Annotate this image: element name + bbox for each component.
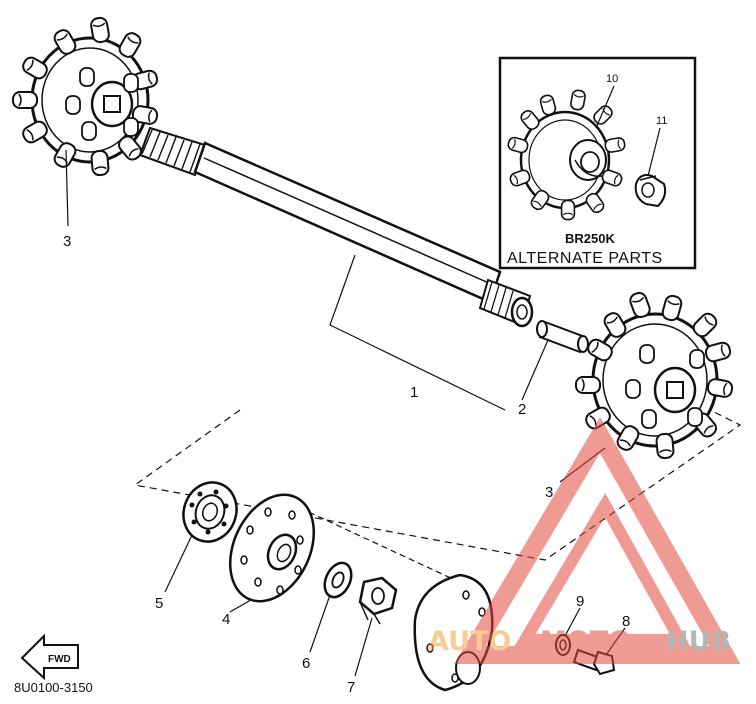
callout-numbers: 3 1 2 3 5 4 6 7 9 8 — [63, 233, 630, 696]
watermark-logo: AUTO MOTO HUB — [428, 417, 741, 664]
callout-9: 9 — [576, 593, 584, 610]
callout-6: 6 — [302, 655, 310, 672]
callout-3-left: 3 — [63, 233, 71, 250]
callout-11: 11 — [656, 115, 667, 127]
sprocket-right — [575, 289, 735, 460]
sprocket-left — [12, 15, 160, 177]
clip-part — [634, 174, 667, 208]
watermark-text-moto: MOTO — [540, 626, 631, 657]
callout-1: 1 — [410, 384, 418, 401]
bearing-part — [182, 481, 238, 543]
watermark-text-hub: HUB — [666, 626, 731, 657]
callout-5: 5 — [155, 595, 163, 612]
drive-shaft — [138, 126, 534, 328]
pin-part — [536, 320, 589, 354]
fwd-label: FWD — [48, 654, 71, 665]
callout-2: 2 — [518, 401, 526, 418]
alternate-parts-inset: 10 11 BR250K ALTERNATE PARTS — [498, 56, 697, 270]
callout-8: 8 — [622, 613, 630, 630]
flange-plate — [228, 493, 316, 603]
inset-caption: ALTERNATE PARTS — [507, 250, 663, 267]
washer-part — [323, 561, 353, 599]
callout-4: 4 — [222, 611, 230, 628]
callout-3-right: 3 — [545, 484, 553, 501]
fwd-arrow: FWD — [20, 633, 79, 681]
watermark-text-auto: AUTO — [428, 626, 511, 657]
nut-part — [358, 576, 398, 625]
callout-7: 7 — [347, 679, 355, 696]
callout-10: 10 — [606, 73, 618, 85]
diagram-code: 8U0100-3150 — [14, 680, 93, 695]
inset-model-label: BR250K — [565, 231, 615, 246]
